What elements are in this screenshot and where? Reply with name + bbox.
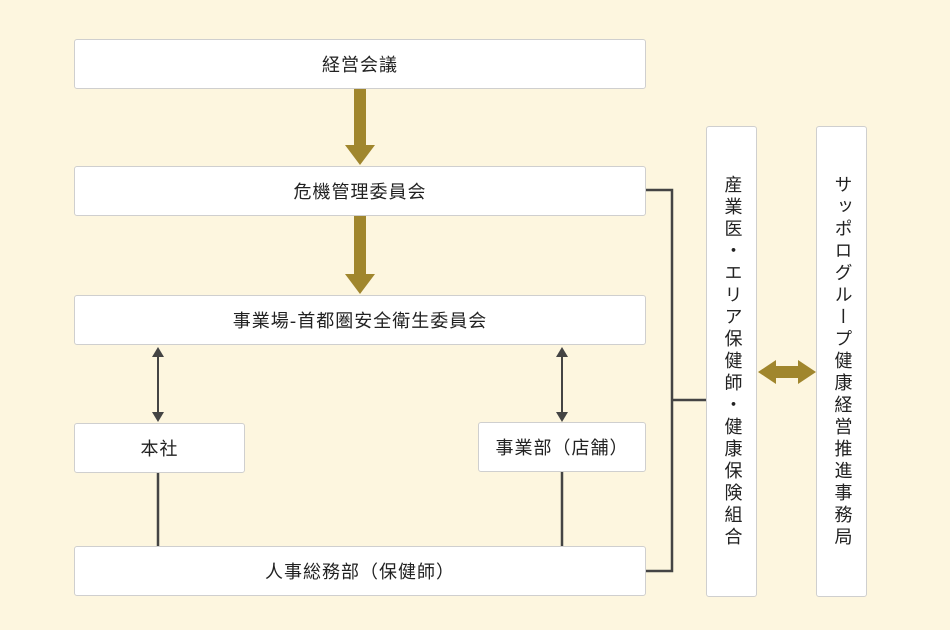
sapporo-office-label: サッポログループ健康経営推進事務局	[831, 174, 853, 549]
site-committee-box: 事業場-首都圏安全衛生委員会	[74, 295, 646, 345]
flow-arrow-management-to-crisis	[345, 89, 375, 165]
crisis-committee-label: 危機管理委員会	[293, 182, 427, 203]
double-arrow-site-to-head-office	[152, 347, 164, 422]
bracket-connector	[646, 188, 706, 573]
business-division-label: 事業部（店舗）	[495, 438, 629, 459]
hr-department-box: 人事総務部（保健師）	[74, 546, 646, 596]
site-committee-label: 事業場-首都圏安全衛生委員会	[232, 311, 488, 332]
business-division-box: 事業部（店舗）	[478, 422, 646, 472]
occupational-health-label: 産業医・エリア保健師・健康保険組合	[721, 174, 743, 549]
head-office-box: 本社	[74, 423, 245, 473]
hr-department-label: 人事総務部（保健師）	[265, 562, 455, 583]
double-arrow-site-to-business-division	[556, 347, 568, 422]
occupational-health-box: 産業医・エリア保健師・健康保険組合	[706, 126, 757, 597]
head-office-label: 本社	[140, 439, 179, 460]
crisis-committee-box: 危機管理委員会	[74, 166, 646, 216]
flow-arrow-crisis-to-site	[345, 216, 375, 294]
management-meeting-label: 経営会議	[322, 55, 398, 76]
double-arrow-health-to-sapporo	[758, 360, 816, 384]
management-meeting-box: 経営会議	[74, 39, 646, 89]
sapporo-office-box: サッポログループ健康経営推進事務局	[816, 126, 867, 597]
